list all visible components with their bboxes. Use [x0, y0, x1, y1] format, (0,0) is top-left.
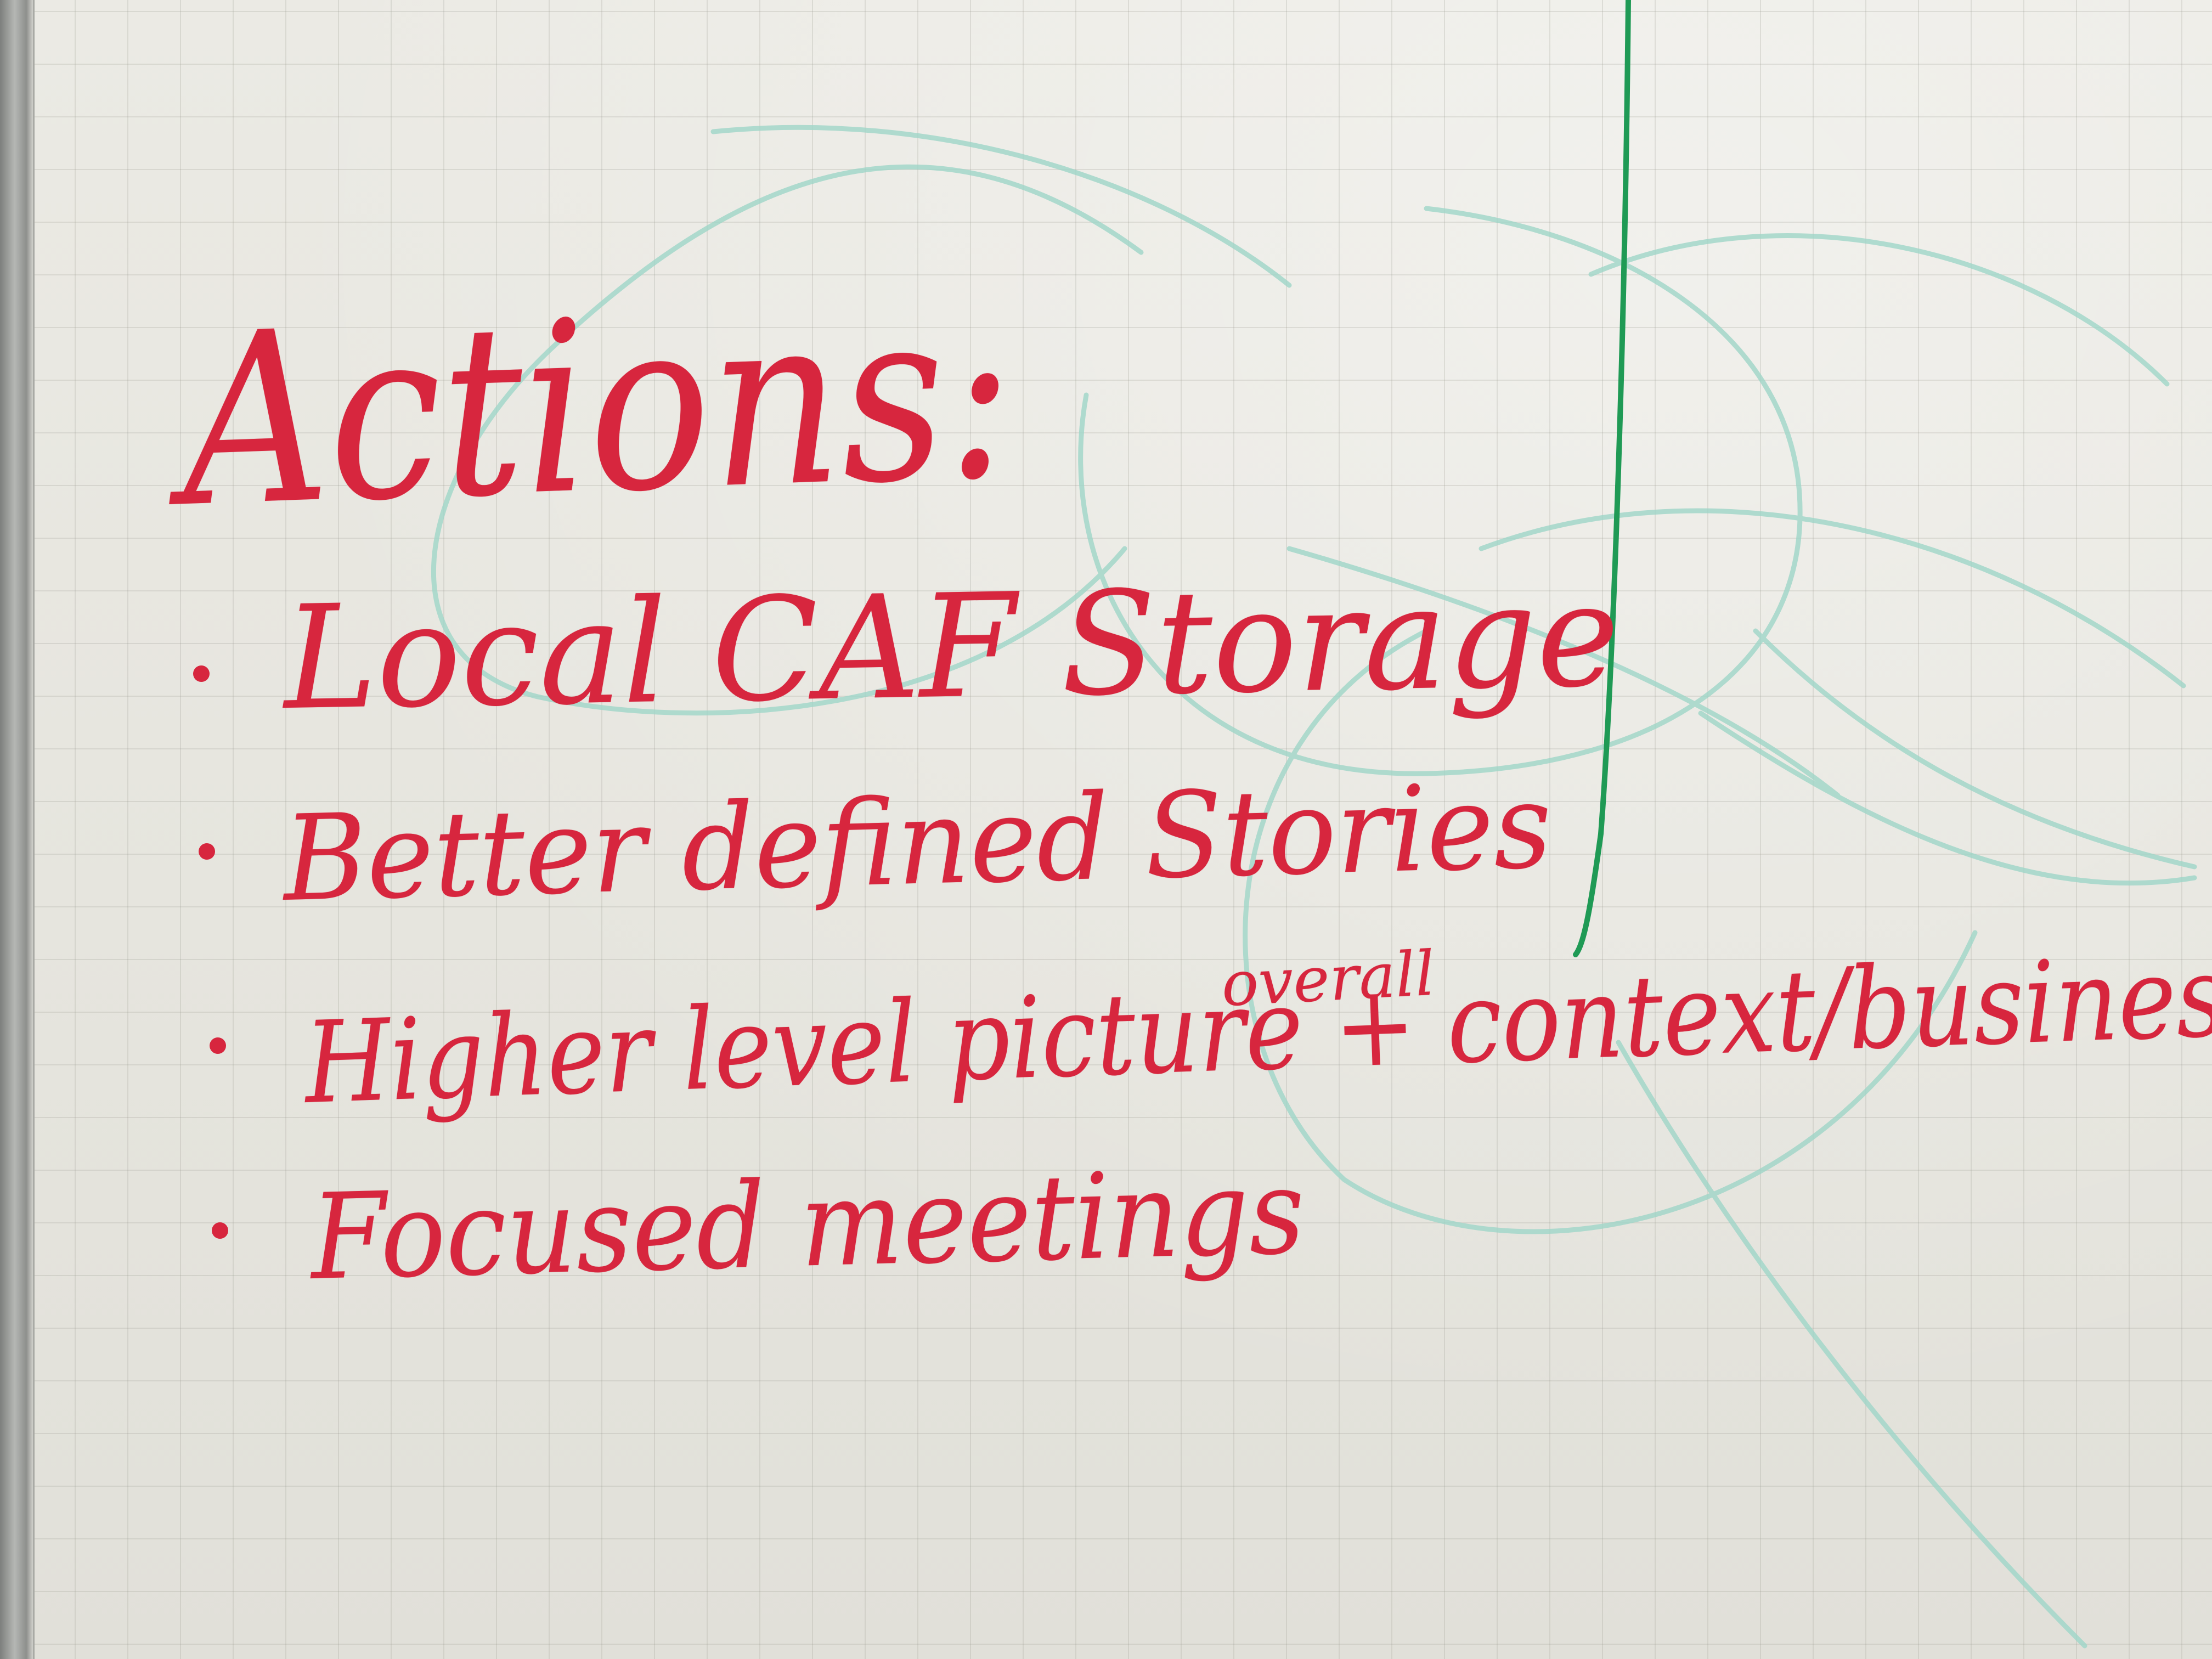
bullet-dot	[212, 1222, 228, 1239]
faint-circle-arc	[710, 125, 1292, 288]
board-frame-edge	[0, 0, 35, 1659]
faint-diagonal-line	[1616, 1040, 2087, 1649]
faint-circle-arc	[431, 164, 1144, 716]
faint-circle-arc	[1243, 628, 1978, 1234]
faint-circle-arc	[1479, 508, 2186, 689]
faint-circle-arc	[1698, 710, 2197, 886]
faint-diagonal-line	[1753, 628, 2197, 870]
faint-circle-arc	[1588, 233, 2170, 387]
bullet-dot	[210, 1037, 226, 1054]
faint-diagonal-line	[1286, 546, 1841, 798]
bullet-dot	[199, 843, 215, 860]
bullet-dot	[193, 665, 210, 682]
faint-circle-arc	[1078, 206, 1803, 776]
green-vertical-line	[1573, 0, 1631, 957]
action-item-4: Focused meetings	[309, 1142, 1307, 1306]
board-title: Actions:	[177, 256, 1018, 560]
action-item-1: Local CAF Storage	[282, 552, 1621, 742]
action-item-3-insertion: overall	[1220, 938, 1437, 1020]
